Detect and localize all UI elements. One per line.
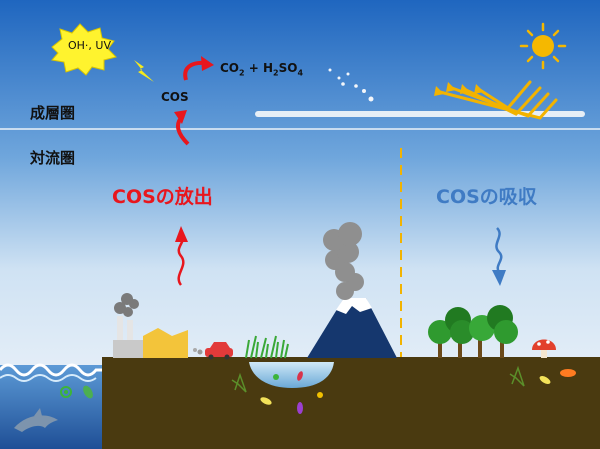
pond [249,362,334,388]
starburst-icon [51,23,117,76]
oxidants-label: OH·, UV [68,39,111,52]
ground [102,357,600,449]
haze-band [255,111,585,117]
factory-smoke [114,293,139,317]
stratosphere-label: 成層圏 [30,104,76,122]
car-icon [193,342,233,360]
waves [0,363,102,377]
pond-microbes [273,371,303,381]
ray-arrowheads [434,82,484,96]
absorption-arrowhead [492,270,506,286]
soil-microbes [231,365,576,414]
forest-icon [428,305,518,358]
products-formula: CO2 + H2SO4 [220,61,304,78]
bacteria-icon [60,385,93,399]
troposphere-label: 対流圏 [30,149,76,167]
volcano-icon [307,222,397,358]
cos-label: COS [161,90,189,104]
reflected-rays [438,80,558,120]
aerosol-dots [328,68,374,102]
lightning-icon [134,60,154,82]
factory-icon [113,293,188,358]
emission-arrowhead [175,226,188,242]
sun-icon [519,22,567,70]
absorption-squiggle [495,227,503,273]
mushroom-icon [532,339,556,358]
volcano-smoke [323,222,364,300]
dolphin-icon [14,408,58,432]
grass-icon [245,335,289,359]
absorption-label: COSの吸収 [436,186,537,208]
emission-label: COSの放出 [112,186,213,208]
